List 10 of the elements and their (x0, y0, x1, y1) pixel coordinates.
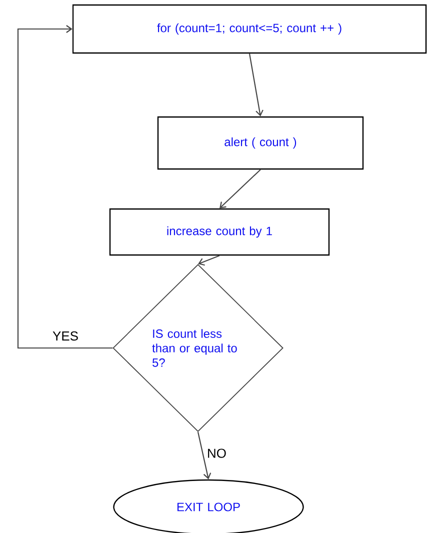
process-box: alert ( count ) (157, 116, 364, 170)
arrow (17, 25, 113, 349)
arrow (197, 432, 212, 480)
edge-label: NO (206, 448, 228, 459)
arrow (198, 255, 220, 266)
arrow (220, 169, 261, 208)
process-box: increase count by 1 (109, 208, 330, 256)
process-box: for (count=1; count<=5; count ++ ) (72, 4, 427, 54)
arrow (248, 54, 264, 116)
edge-label: YES (52, 330, 80, 342)
